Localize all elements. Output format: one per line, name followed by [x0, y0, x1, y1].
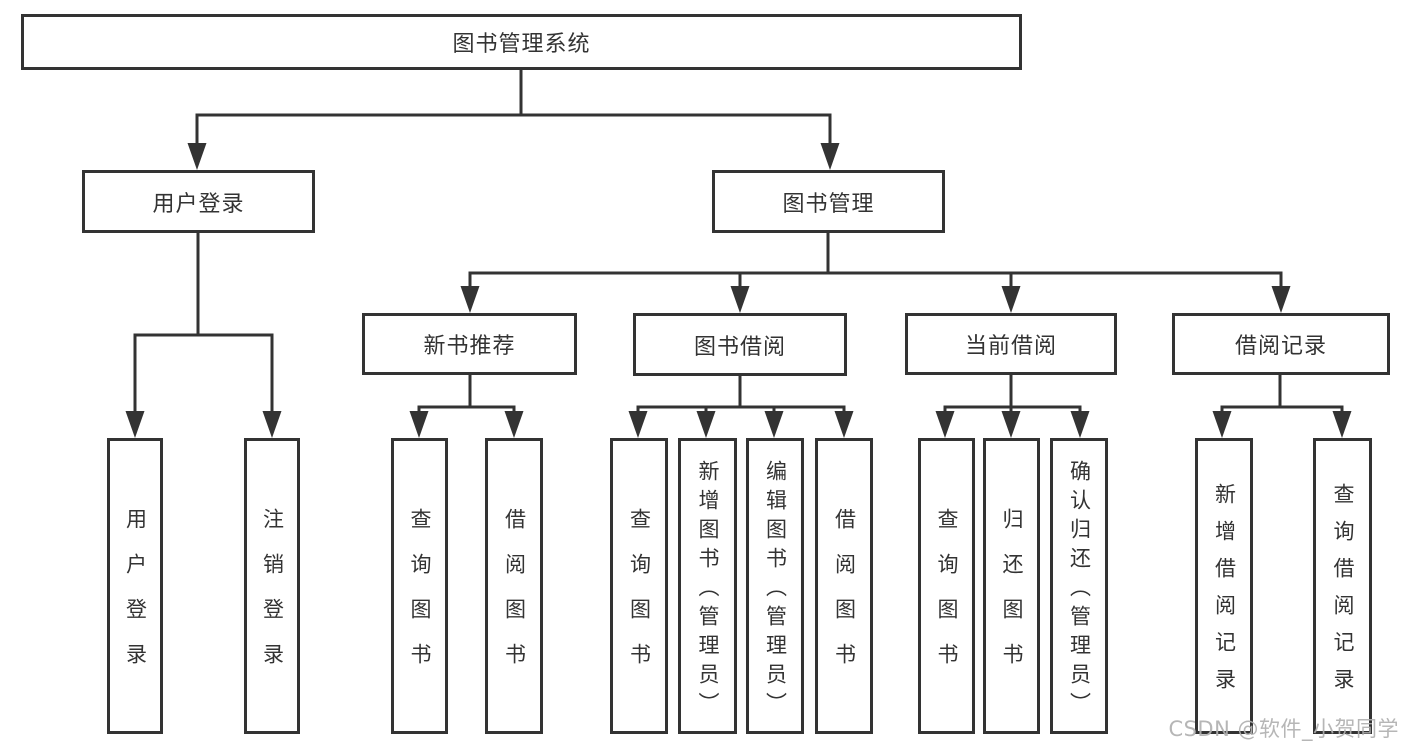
node-user-login-group: 用户登录: [82, 170, 315, 233]
arrowhead-icon: [820, 143, 840, 170]
connector-borrowing-trunk: [636, 375, 846, 414]
node-label: 归还图书: [1000, 508, 1024, 688]
node-leaf-borrow-books: 借阅图书: [815, 438, 873, 734]
arrowhead-icon: [187, 143, 207, 170]
node-label: 用户登录: [152, 191, 245, 217]
arrowhead-icon: [628, 411, 648, 438]
node-label: 当前借阅: [964, 334, 1057, 359]
arrowhead-icon: [504, 411, 524, 438]
node-label: 查询借阅记录: [1331, 483, 1355, 705]
node-label: 用户登录: [123, 508, 148, 688]
node-label: 新书推荐: [423, 334, 516, 359]
arrowhead-icon: [125, 411, 145, 438]
arrowhead-icon: [460, 286, 480, 313]
arrowhead-icon: [764, 411, 784, 438]
node-leaf-query-borrow-record: 查询借阅记录: [1313, 438, 1372, 734]
node-label: 图书管理系统: [452, 32, 591, 57]
csdn-watermark: CSDN @软件_小贺同学: [1168, 717, 1399, 741]
node-label: 确认归还（管理员）: [1067, 459, 1092, 721]
node-root-library-system: 图书管理系统: [21, 14, 1022, 70]
node-current-borrowing: 当前借阅: [905, 313, 1117, 375]
arrowhead-icon: [262, 411, 282, 438]
arrowhead-icon: [1271, 286, 1291, 313]
connector-book-mgmt-trunk: [468, 231, 1283, 289]
arrowheads: [125, 143, 1352, 438]
connector-recommend-trunk: [417, 373, 516, 414]
arrowhead-icon: [1070, 411, 1090, 438]
node-label: 编辑图书（管理员）: [763, 459, 788, 721]
node-leaf-query-books-borrowing: 查询图书: [610, 438, 668, 734]
node-leaf-add-books-admin: 新增图书（管理员）: [678, 438, 737, 734]
connector-root-trunk: [195, 67, 832, 146]
node-leaf-confirm-return-admin: 确认归还（管理员）: [1050, 438, 1108, 734]
arrowhead-icon: [409, 411, 429, 438]
arrowhead-icon: [834, 411, 854, 438]
node-label: 注销登录: [260, 508, 285, 688]
connector-user-login-trunk: [133, 231, 274, 414]
connector-records-trunk: [1220, 373, 1344, 414]
node-leaf-query-books-recommend: 查询图书: [391, 438, 448, 734]
node-leaf-logout: 注销登录: [244, 438, 300, 734]
node-label: 查询图书: [627, 508, 652, 688]
node-book-borrowing: 图书借阅: [633, 313, 847, 376]
arrowhead-icon: [696, 411, 716, 438]
node-leaf-add-borrow-record: 新增借阅记录: [1195, 438, 1253, 734]
node-label: 图书借阅: [693, 334, 786, 360]
node-label: 查询图书: [935, 508, 959, 688]
arrowhead-icon: [1001, 411, 1021, 438]
node-label: 借阅图书: [502, 508, 527, 688]
node-label: 查询图书: [408, 508, 432, 688]
arrowhead-icon: [1001, 286, 1021, 313]
node-borrowing-records: 借阅记录: [1172, 313, 1390, 375]
node-label: 借阅记录: [1234, 334, 1327, 359]
arrowhead-icon: [730, 286, 750, 313]
arrowhead-icon: [1212, 411, 1232, 438]
node-label: 借阅图书: [832, 508, 857, 688]
node-label: 新增图书（管理员）: [696, 459, 720, 721]
node-leaf-user-login: 用户登录: [107, 438, 163, 734]
node-leaf-return-books: 归还图书: [983, 438, 1040, 734]
node-label: 新增借阅记录: [1212, 483, 1237, 705]
node-leaf-query-books-current: 查询图书: [918, 438, 975, 734]
node-leaf-borrow-books-recommend: 借阅图书: [485, 438, 543, 734]
node-label: 图书管理: [782, 191, 875, 217]
arrowhead-icon: [1332, 411, 1352, 438]
node-leaf-edit-books-admin: 编辑图书（管理员）: [746, 438, 804, 734]
node-book-management: 图书管理: [712, 170, 945, 233]
arrowhead-icon: [935, 411, 955, 438]
connector-current-trunk: [943, 373, 1082, 414]
node-new-book-recommend: 新书推荐: [362, 313, 577, 375]
